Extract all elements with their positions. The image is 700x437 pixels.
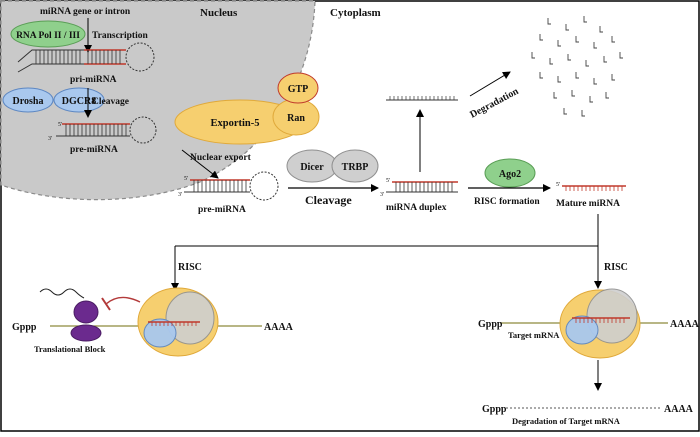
svg-text:5': 5' xyxy=(58,122,62,128)
target-mrna-label: Target mRNA xyxy=(508,330,560,340)
cytoplasm-label: Cytoplasm xyxy=(330,7,381,19)
ago2-bubble xyxy=(484,158,536,188)
gppp-right-label: Gppp xyxy=(478,319,503,330)
nuclear-export-label: Nuclear export xyxy=(190,153,252,163)
dgcr8-bubble xyxy=(53,87,105,113)
degradation-arrow xyxy=(469,71,511,97)
cleavage-cyto-label: Cleavage xyxy=(305,193,352,207)
transcription-label: Transcription xyxy=(92,31,148,41)
gtp-bubble xyxy=(277,72,319,104)
ribosome-large xyxy=(70,324,102,342)
svg-text:5': 5' xyxy=(386,178,390,184)
mature-mirna-label: Mature miRNA xyxy=(556,199,620,209)
gppp-bottom-label: Gppp xyxy=(482,404,507,415)
inhibition-bar xyxy=(101,297,111,311)
risc-right-label: RISC xyxy=(604,262,628,273)
pri-mirna-hairpin xyxy=(17,42,155,73)
passenger-strand xyxy=(386,96,458,101)
drosha-label: Drosha xyxy=(13,96,44,107)
svg-text:3': 3' xyxy=(48,136,52,142)
mirna-bound-left xyxy=(148,321,200,326)
degradation-target-label: Degradation of Target mRNA xyxy=(512,416,621,426)
risc-formation-label: RISC formation xyxy=(474,197,540,207)
inhibition-arc xyxy=(105,296,141,305)
trbp-label: TRBP xyxy=(342,162,369,173)
ago-right-gray xyxy=(586,288,638,344)
ran-label: Ran xyxy=(287,113,305,124)
mature-mirna: 5' xyxy=(556,182,626,191)
aaaa-right-label: AAAA xyxy=(670,319,700,330)
cleavage-nuc-label: Cleavage xyxy=(92,97,129,107)
gppp-left-label: Gppp xyxy=(12,322,37,333)
mirna-bound-right xyxy=(572,317,630,323)
nascent-peptide xyxy=(39,288,85,299)
drosha-bubble xyxy=(2,87,54,113)
mirna-duplex-label: miRNA duplex xyxy=(386,203,447,213)
mirna-duplex: 5' 3' xyxy=(380,178,458,198)
translational-block-label: Translational Block xyxy=(34,344,106,354)
dicer-label: Dicer xyxy=(300,162,324,173)
ribosome-small xyxy=(73,300,99,324)
svg-text:5': 5' xyxy=(556,182,560,188)
pre-mirna-nuc-label: pre-miRNA xyxy=(70,145,118,155)
degraded-fragments xyxy=(531,16,623,117)
pri-mirna-label: pri-miRNA xyxy=(70,75,117,85)
dgcr8-label: DGCR8 xyxy=(62,96,96,107)
mirna-gene-label: miRNA gene or intron xyxy=(40,7,131,17)
nucleus-region xyxy=(0,0,316,201)
svg-text:3': 3' xyxy=(178,192,182,198)
ago-left-gray xyxy=(165,291,215,345)
ago2-label: Ago2 xyxy=(499,169,521,180)
degradation-label: Degradation xyxy=(468,86,521,121)
rna-pol-bubble xyxy=(10,20,86,48)
gtp-label: GTP xyxy=(288,84,309,95)
svg-text:3': 3' xyxy=(380,192,384,198)
pre-mirna-cyto-label: pre-miRNA xyxy=(198,205,246,215)
ago-right-blue xyxy=(565,315,599,345)
trbp-bubble xyxy=(331,149,379,183)
nucleus-label: Nucleus xyxy=(200,7,238,19)
risc-left-label: RISC xyxy=(178,262,202,273)
exportin-label: Exportin-5 xyxy=(210,118,259,129)
rna-pol-label: RNA Pol II / III xyxy=(16,31,80,41)
pre-mirna-nuc-hairpin: 5' 3' xyxy=(48,116,157,144)
nuclear-export-arrow xyxy=(181,149,219,179)
aaaa-left-label: AAAA xyxy=(264,322,294,333)
pre-mirna-cyto-hairpin: 5' 3' xyxy=(178,171,279,201)
svg-text:5': 5' xyxy=(184,176,188,182)
aaaa-bottom-label: AAAA xyxy=(664,404,694,415)
